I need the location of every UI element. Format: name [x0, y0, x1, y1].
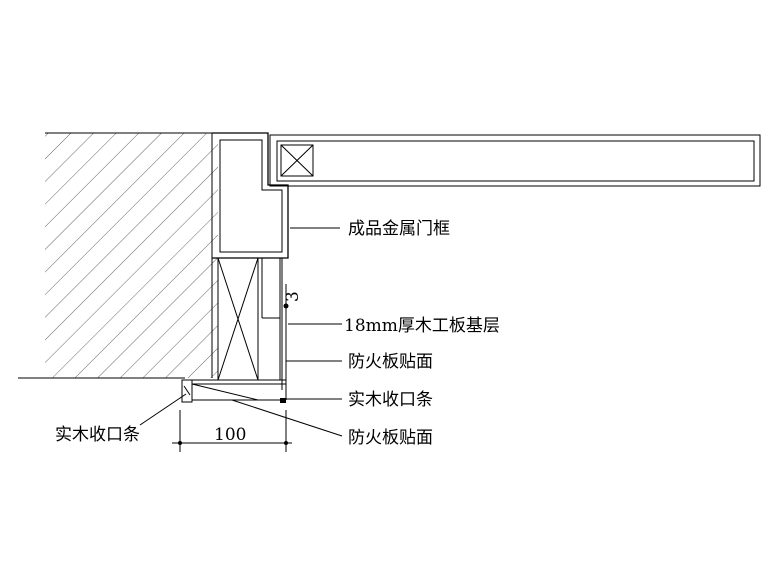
wood-base-board [217, 257, 287, 400]
label-fire-board-2: 防火板贴面 [348, 428, 433, 448]
dimension-100: 100 [172, 410, 292, 452]
bottom-trim [181, 379, 286, 403]
label-solid-wood-strip-right: 实木收口条 [348, 390, 433, 410]
label-solid-wood-strip-left: 实木收口条 [55, 425, 140, 445]
door-leaf [269, 134, 761, 187]
label-metal-frame: 成品金属门框 [348, 219, 450, 239]
dimension-100-text: 100 [214, 425, 246, 445]
wall [18, 132, 262, 379]
dimension-3: 3 [283, 284, 303, 310]
label-wood-base: 18mm厚木工板基层 [344, 316, 500, 336]
label-fire-board-1: 防火板贴面 [348, 352, 433, 372]
leader-lines [139, 227, 343, 437]
dimension-3-text: 3 [283, 291, 303, 302]
